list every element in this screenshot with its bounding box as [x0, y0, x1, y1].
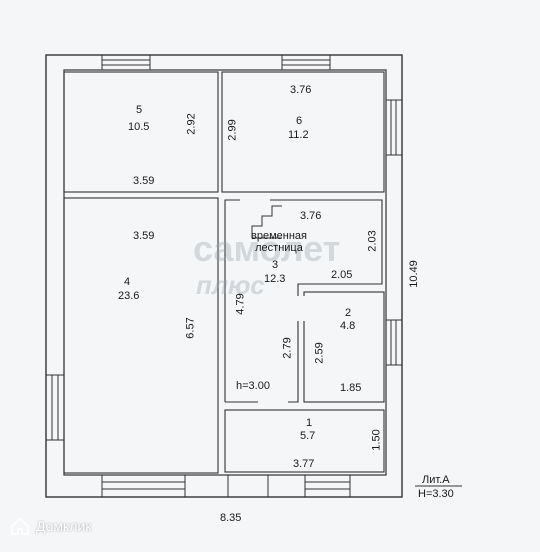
room-5-outline — [63, 71, 219, 193]
brand-name: Домклик — [36, 518, 92, 534]
lit-height: H=3.30 — [418, 488, 454, 500]
dim-r6-top: 3.76 — [290, 84, 312, 96]
dim-r2-width: 1.85 — [340, 382, 362, 394]
dim-r3-mid: 2.05 — [331, 269, 353, 281]
door-gap-r2 — [296, 296, 305, 321]
watermark-line1: самолет — [193, 228, 341, 269]
window-top-left — [101, 55, 151, 70]
ceiling-height: h=3.00 — [236, 380, 270, 392]
domclick-logo-icon — [11, 517, 29, 535]
stair-label-line1: временная — [251, 230, 307, 242]
room-2-outline — [303, 291, 385, 403]
dim-r6-height: 2.99 — [226, 119, 239, 141]
room-6-outline — [221, 71, 385, 193]
room-2-area: 4.8 — [340, 320, 356, 332]
room-1-number: 1 — [306, 417, 313, 429]
dim-r1-width: 3.77 — [293, 458, 315, 470]
door-gap-r3-bottom — [258, 400, 288, 405]
room-5-number: 5 — [136, 104, 143, 116]
outer-wall — [45, 54, 403, 498]
room-1-area: 5.7 — [300, 430, 316, 442]
dim-r4-top: 3.59 — [133, 230, 155, 242]
lit-label: Лит.А — [422, 474, 450, 486]
dim-r3-top: 3.76 — [300, 210, 322, 222]
dim-r3-left: 4.79 — [234, 293, 247, 315]
window-left — [46, 374, 64, 441]
dim-r1-height: 1.50 — [370, 429, 383, 451]
watermark-line2: плюс — [196, 270, 265, 300]
room-6-number: 6 — [296, 115, 303, 127]
stair-label-line2: лестница — [255, 242, 303, 254]
dim-r5-height: 2.92 — [185, 113, 198, 135]
dim-r2-height: 2.59 — [313, 342, 326, 364]
dim-total-width: 8.35 — [220, 512, 242, 524]
stair-label: временная лестница — [244, 230, 314, 254]
dim-r3-lower: 2.79 — [281, 337, 294, 359]
domclick-brand: Домклик — [10, 516, 91, 536]
room-3-area: 12.3 — [264, 273, 286, 285]
window-bottom-left — [101, 475, 186, 497]
room-1-outline — [224, 409, 385, 473]
room-3-number: 3 — [272, 259, 279, 271]
room-3-outline — [224, 199, 383, 403]
window-bottom-right — [304, 475, 351, 497]
room-4-number: 4 — [124, 276, 131, 288]
dim-r5-width: 3.59 — [133, 175, 155, 187]
staircase — [251, 205, 282, 239]
room-2-number: 2 — [345, 307, 352, 319]
dim-total-height: 10.49 — [407, 260, 420, 288]
room-5-area: 10.5 — [128, 121, 150, 133]
window-right-lower — [386, 319, 402, 366]
dim-r4-height: 6.57 — [184, 317, 197, 339]
room-4-outline — [63, 197, 219, 474]
dim-r3-right: 2.03 — [366, 230, 379, 252]
room-4-area: 23.6 — [118, 290, 140, 302]
entrance-door — [227, 475, 269, 497]
window-top-right — [281, 55, 331, 70]
door-gap-r3-top — [240, 197, 270, 202]
room-6-area: 11.2 — [288, 129, 309, 141]
window-right-upper — [386, 99, 402, 156]
